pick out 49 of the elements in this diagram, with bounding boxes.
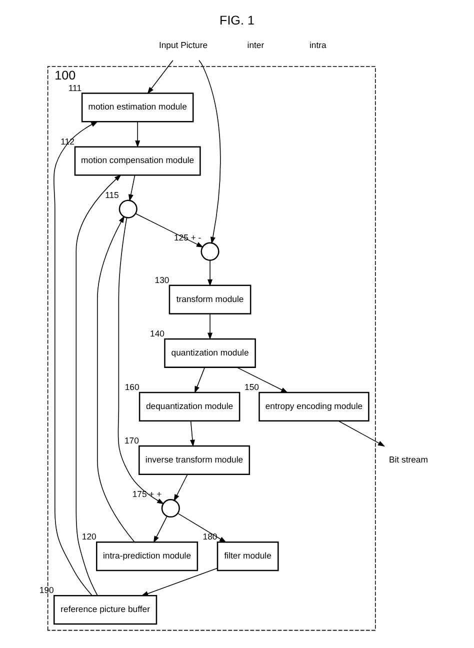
arrow — [236, 367, 288, 393]
arrow — [338, 420, 386, 447]
node-label: 150 — [244, 382, 259, 392]
arrow — [208, 314, 213, 340]
node-box: inverse transform module — [138, 445, 250, 476]
arrow — [76, 174, 122, 596]
node-box: transform module — [168, 284, 252, 314]
node-label: 111 — [68, 82, 82, 93]
arrow — [174, 474, 188, 502]
node-box: reference picture buffer — [53, 595, 158, 625]
node-circle — [118, 200, 138, 218]
node-text: Input Picture — [158, 40, 208, 50]
arrow — [208, 260, 213, 286]
arrow — [153, 516, 168, 544]
arrow — [194, 367, 206, 394]
arrow — [147, 60, 174, 94]
node-label: 190 — [39, 585, 54, 596]
node-label: 175 + + — [132, 489, 162, 500]
node-label: 115 — [105, 190, 119, 200]
label: intra — [309, 40, 326, 50]
node-label: 100 — [54, 68, 76, 83]
node-label: 140 — [150, 328, 164, 338]
node-label: 180 — [202, 532, 218, 542]
arrow — [141, 568, 218, 596]
node-box: dequantization module — [138, 392, 240, 422]
node-circle — [161, 498, 180, 518]
arrow — [198, 60, 221, 244]
node-box: quantization module — [164, 338, 256, 368]
node-label: 160 — [124, 382, 140, 392]
node-box: filter module — [216, 542, 279, 572]
node-box: motion estimation module — [81, 92, 194, 122]
arrow — [118, 217, 164, 504]
arrow — [190, 420, 195, 447]
label: inter — [247, 40, 264, 50]
arrow — [135, 213, 204, 248]
arrow — [53, 121, 98, 596]
node-circle — [200, 242, 220, 261]
node-box: entropy encoding module — [258, 392, 370, 422]
node-label: 130 — [154, 274, 170, 285]
arrow — [128, 174, 136, 202]
arrow — [135, 122, 140, 148]
node-text: Bit stream — [388, 454, 428, 464]
node-label: 170 — [124, 436, 139, 446]
arrow — [177, 512, 227, 543]
node-label: 120 — [82, 532, 96, 542]
node-box: intra-prediction module — [96, 542, 198, 572]
node-box: motion compensation module — [74, 146, 201, 176]
arrow — [97, 216, 135, 542]
diagram-title: FIG. 1 — [220, 14, 254, 28]
